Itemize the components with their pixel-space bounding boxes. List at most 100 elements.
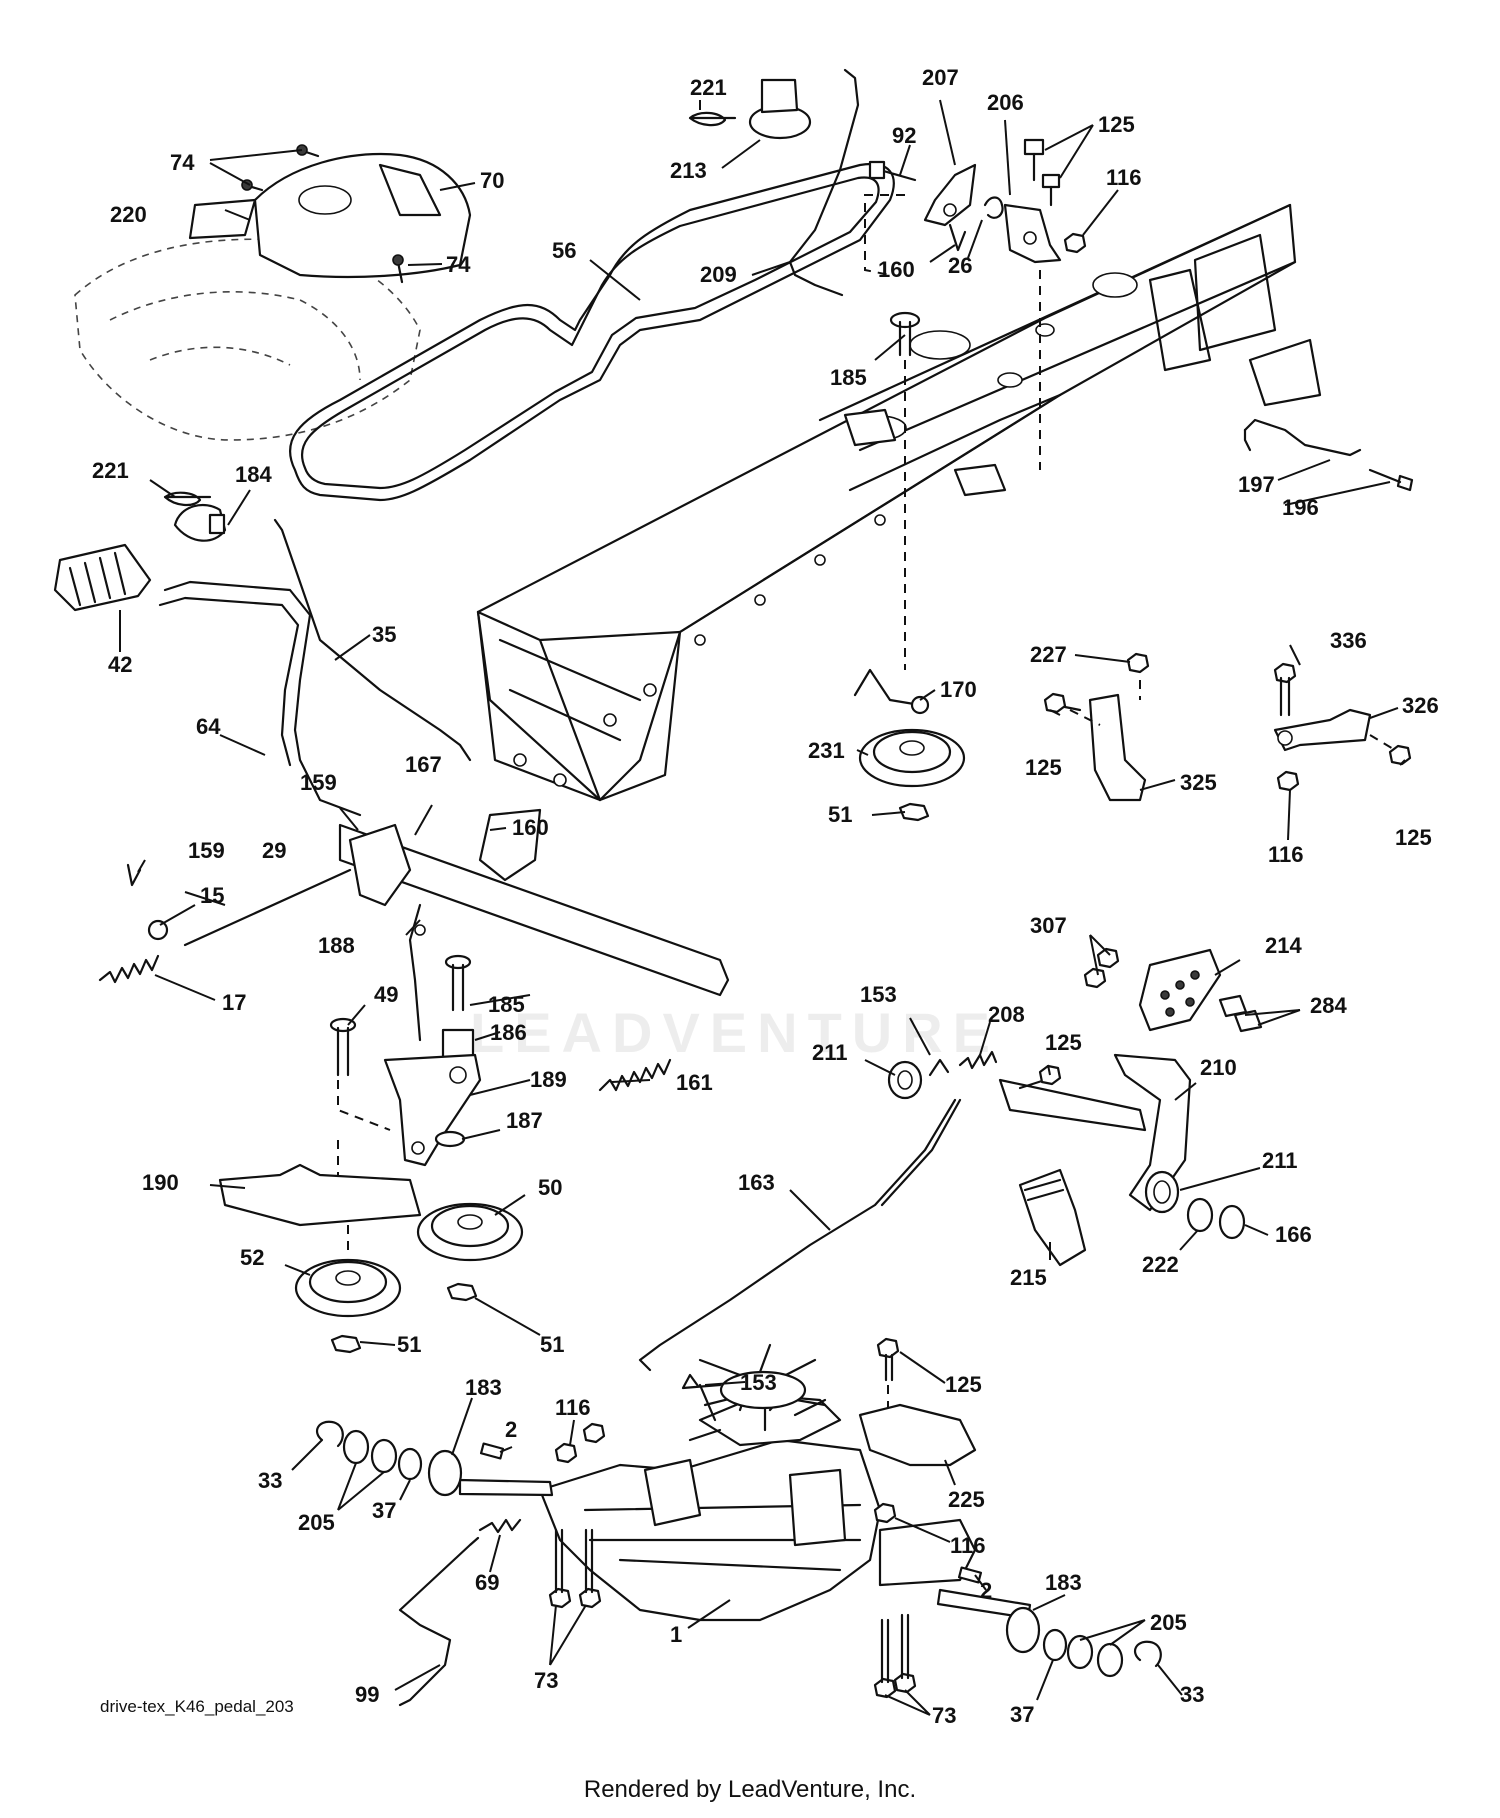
rod-35 (273, 518, 472, 762)
bracket-207 (923, 163, 977, 227)
bolt-185-mid (444, 954, 472, 1012)
leader-lines (119, 99, 1406, 1716)
bushing-211-left (887, 1060, 923, 1100)
washer-205-right-1 (1066, 1634, 1094, 1670)
callout-170: 170 (940, 677, 977, 702)
callout-35: 35 (372, 622, 396, 647)
rod-29 (183, 868, 352, 947)
fan-hub (719, 1370, 807, 1410)
callout-196: 196 (1282, 495, 1319, 520)
callout-50: 50 (538, 1175, 562, 1200)
ring-166 (1218, 1204, 1246, 1240)
clip-160-top (948, 223, 967, 252)
bolts-73-right (873, 1613, 917, 1699)
bolt-185-top (889, 311, 921, 357)
callout-labels: 221 207 206 125 92 116 213 160 26 209 74… (92, 65, 1439, 1728)
bracket-206 (1003, 203, 1062, 264)
callout-17: 17 (222, 990, 246, 1015)
nut-116-top (1063, 232, 1087, 254)
fender-outline (74, 238, 421, 441)
callout-189: 189 (530, 1067, 567, 1092)
clip-221-left (163, 491, 212, 507)
washer-37-left (397, 1447, 423, 1481)
callout-56: 56 (552, 238, 576, 263)
callout-26: 26 (948, 253, 972, 278)
callout-205-left: 205 (298, 1510, 335, 1535)
washer-37-right (1042, 1628, 1068, 1662)
nut-116-right-axle (873, 1502, 897, 1524)
nut-125-far-right (1388, 744, 1412, 766)
key-2-left (479, 1442, 505, 1460)
callout-225: 225 (948, 1487, 985, 1512)
callout-284: 284 (1310, 993, 1347, 1018)
callout-64: 64 (196, 714, 221, 739)
callout-220: 220 (110, 202, 147, 227)
pedal-arm-210 (998, 1053, 1192, 1212)
callout-92: 92 (892, 123, 916, 148)
watermark: LEADVENTURE (470, 1001, 1001, 1064)
callout-74-top: 74 (170, 150, 195, 175)
callout-153-bottom: 153 (740, 1370, 777, 1395)
callout-116-right-axle: 116 (950, 1533, 986, 1558)
callout-99: 99 (355, 1682, 379, 1707)
clip-153-bottom (681, 1373, 722, 1390)
spring-161 (598, 1058, 672, 1092)
nuts-284 (1218, 994, 1263, 1033)
callout-209: 209 (700, 262, 737, 287)
rod-163 (638, 1098, 957, 1372)
shield-190 (218, 1163, 422, 1227)
fender-console-70 (253, 153, 472, 279)
diagram-file-label: drive-tex_K46_pedal_203 (100, 1697, 294, 1716)
bypass-rod-99 (398, 1536, 480, 1707)
callout-206: 206 (987, 90, 1024, 115)
spring-17 (98, 954, 160, 984)
callout-211-right: 211 (1262, 1148, 1298, 1173)
callout-51-right: 51 (828, 802, 852, 827)
callout-29: 29 (262, 838, 286, 863)
callout-125-far-right: 125 (1395, 825, 1432, 850)
callout-37-right: 37 (1010, 1702, 1034, 1727)
drive-belt-56 (289, 162, 895, 502)
callout-166: 166 (1275, 1222, 1312, 1247)
pedal-bracket (348, 808, 542, 907)
nut-116-top-right (582, 1422, 606, 1444)
callout-326: 326 (1402, 693, 1439, 718)
callout-153-mid: 153 (860, 982, 897, 1007)
callout-159-left: 159 (188, 838, 225, 863)
clip-159 (126, 863, 142, 887)
callout-186: 186 (490, 1020, 527, 1045)
spring-26 (983, 196, 1004, 219)
callout-183-left: 183 (465, 1375, 502, 1400)
knob-213 (748, 78, 812, 140)
callout-125-top: 125 (1098, 112, 1135, 137)
callout-187: 187 (506, 1108, 543, 1133)
callout-33-left: 33 (258, 1468, 282, 1493)
grip-42 (53, 543, 152, 612)
bolts-125-top (1023, 138, 1061, 207)
callout-49: 49 (374, 982, 398, 1007)
render-credit: Rendered by LeadVenture, Inc. (583, 1776, 917, 1803)
rod-170 (853, 668, 922, 707)
callout-222: 222 (1142, 1252, 1179, 1277)
callout-2-right: 2 (980, 1578, 992, 1603)
callout-125-right: 125 (1025, 755, 1062, 780)
callout-160-top: 160 (878, 257, 915, 282)
washer-222 (1186, 1197, 1214, 1233)
callout-190: 190 (142, 1170, 179, 1195)
washer-205-left-1 (342, 1429, 370, 1465)
shaft-main (338, 823, 730, 997)
bracket-325 (1088, 693, 1147, 802)
callout-205-right: 205 (1150, 1610, 1187, 1635)
callout-213: 213 (670, 158, 707, 183)
lever-64 (163, 580, 362, 817)
callout-51-left: 51 (397, 1332, 421, 1357)
rod-188 (408, 903, 422, 1042)
axle-left (458, 1478, 554, 1497)
callout-74-bottom: 74 (446, 252, 471, 277)
washer-205-right-2 (1096, 1642, 1124, 1678)
pedal-215 (1018, 1168, 1087, 1267)
callout-231: 231 (808, 738, 845, 763)
callout-37-left: 37 (372, 1498, 396, 1523)
bushing-183-left (427, 1449, 463, 1497)
nut-51-left (330, 1334, 362, 1354)
